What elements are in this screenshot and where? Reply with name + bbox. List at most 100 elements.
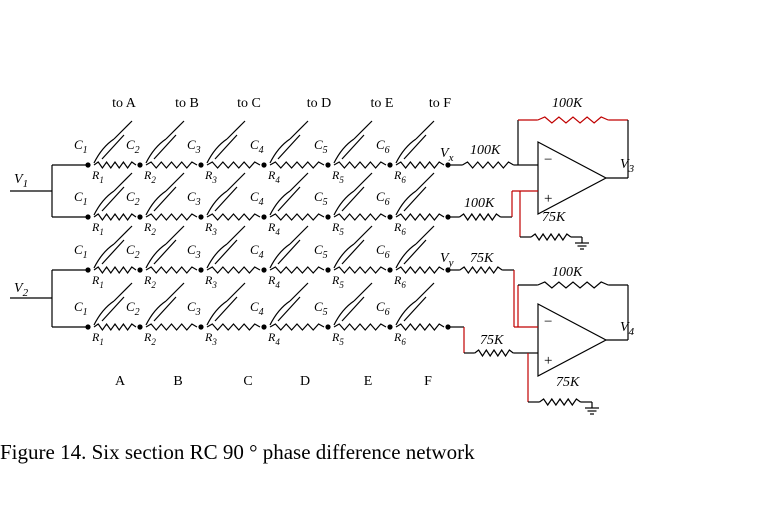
capacitor-lead [165, 225, 185, 245]
capacitor-label: C4 [250, 299, 264, 318]
capacitor-lead [113, 120, 133, 140]
section-node [325, 267, 331, 273]
capacitor-curved-plate [145, 243, 167, 269]
section-node [387, 162, 393, 168]
top-label: to A [112, 96, 137, 111]
capacitor-straight-plate [214, 134, 238, 160]
capacitor-lead [353, 282, 373, 302]
capacitor-curved-plate [145, 190, 167, 216]
capacitor-lead [415, 172, 435, 192]
lower-ground-resistor [539, 397, 581, 407]
capacitor-curved-plate [269, 243, 291, 269]
resistor-label: R3 [204, 220, 217, 237]
resistor-label: R5 [331, 168, 344, 185]
top-label: to B [175, 96, 199, 111]
resistor-label: R2 [143, 330, 156, 347]
resistor-label: R4 [267, 330, 280, 347]
ground-symbol [585, 402, 599, 415]
capacitor-straight-plate [153, 186, 177, 212]
upper-feedback-resistor [537, 116, 609, 124]
capacitor-curved-plate [395, 190, 417, 216]
capacitor-straight-plate [403, 239, 427, 265]
capacitor-curved-plate [395, 243, 417, 269]
series-resistor [206, 323, 261, 331]
top-label: to C [237, 96, 261, 111]
top-label: to F [429, 96, 451, 111]
capacitor-label: C6 [376, 189, 390, 208]
upper-feedback-label: 100K [552, 96, 583, 111]
capacitor-lead [415, 282, 435, 302]
section-node [387, 267, 393, 273]
top-label: to E [371, 96, 394, 111]
capacitor-straight-plate [101, 134, 125, 160]
bottom-label: D [300, 374, 310, 389]
capacitor-straight-plate [153, 134, 177, 160]
capacitor-lead [165, 120, 185, 140]
resistor-label: R3 [204, 330, 217, 347]
section-node [261, 214, 267, 220]
capacitor-label: C6 [376, 299, 390, 318]
capacitor-label: C1 [74, 137, 88, 156]
vx-label: Vx [440, 146, 454, 164]
series-resistor [145, 323, 198, 331]
resistor-label: R6 [393, 220, 406, 237]
resistor-label: R6 [393, 168, 406, 185]
capacitor-straight-plate [277, 186, 301, 212]
series-resistor [395, 161, 445, 169]
capacitor-curved-plate [93, 138, 115, 164]
capacitor-lead [226, 282, 246, 302]
lower-plus-resistor [474, 348, 514, 358]
resistor-label: R2 [143, 168, 156, 185]
series-resistor [333, 266, 387, 274]
section-node [387, 214, 393, 220]
capacitor-label: C1 [74, 189, 88, 208]
resistor-label: R4 [267, 220, 280, 237]
opamp-minus-sign: − [544, 152, 552, 168]
capacitor-curved-plate [333, 300, 355, 326]
opamp-plus-sign: + [544, 353, 552, 369]
series-resistor [333, 213, 387, 221]
capacitor-straight-plate [403, 134, 427, 160]
series-resistor [206, 161, 261, 169]
series-resistor [333, 323, 387, 331]
capacitor-curved-plate [206, 300, 228, 326]
upper-plus-resistor [459, 212, 501, 222]
capacitor-lead [113, 225, 133, 245]
resistor-label: R6 [393, 273, 406, 290]
capacitor-label: C4 [250, 242, 264, 261]
section-node [261, 162, 267, 168]
capacitor-curved-plate [93, 300, 115, 326]
capacitor-lead [226, 120, 246, 140]
lower-input-resistor [459, 265, 503, 275]
lower-ground-resistor-label: 75K [556, 375, 580, 390]
top-label: to D [307, 96, 332, 111]
capacitor-lead [113, 282, 133, 302]
capacitor-label: C2 [126, 242, 140, 261]
capacitor-curved-plate [206, 138, 228, 164]
series-resistor [145, 213, 198, 221]
capacitor-curved-plate [269, 300, 291, 326]
figure-caption: Figure 14. Six section RC 90 ° phase dif… [0, 440, 475, 464]
lower-opamp: −+ [537, 303, 608, 377]
capacitor-label: C4 [250, 189, 264, 208]
capacitor-label: C5 [314, 242, 328, 261]
capacitor-straight-plate [101, 239, 125, 265]
capacitor-straight-plate [341, 134, 365, 160]
lower-input-resistor-label: 75K [470, 251, 494, 266]
capacitor-label: C3 [187, 189, 201, 208]
upper-input-resistor [462, 161, 514, 169]
capacitor-lead [289, 120, 309, 140]
series-resistor [145, 266, 198, 274]
capacitor-label: C3 [187, 299, 201, 318]
capacitor-lead [165, 282, 185, 302]
